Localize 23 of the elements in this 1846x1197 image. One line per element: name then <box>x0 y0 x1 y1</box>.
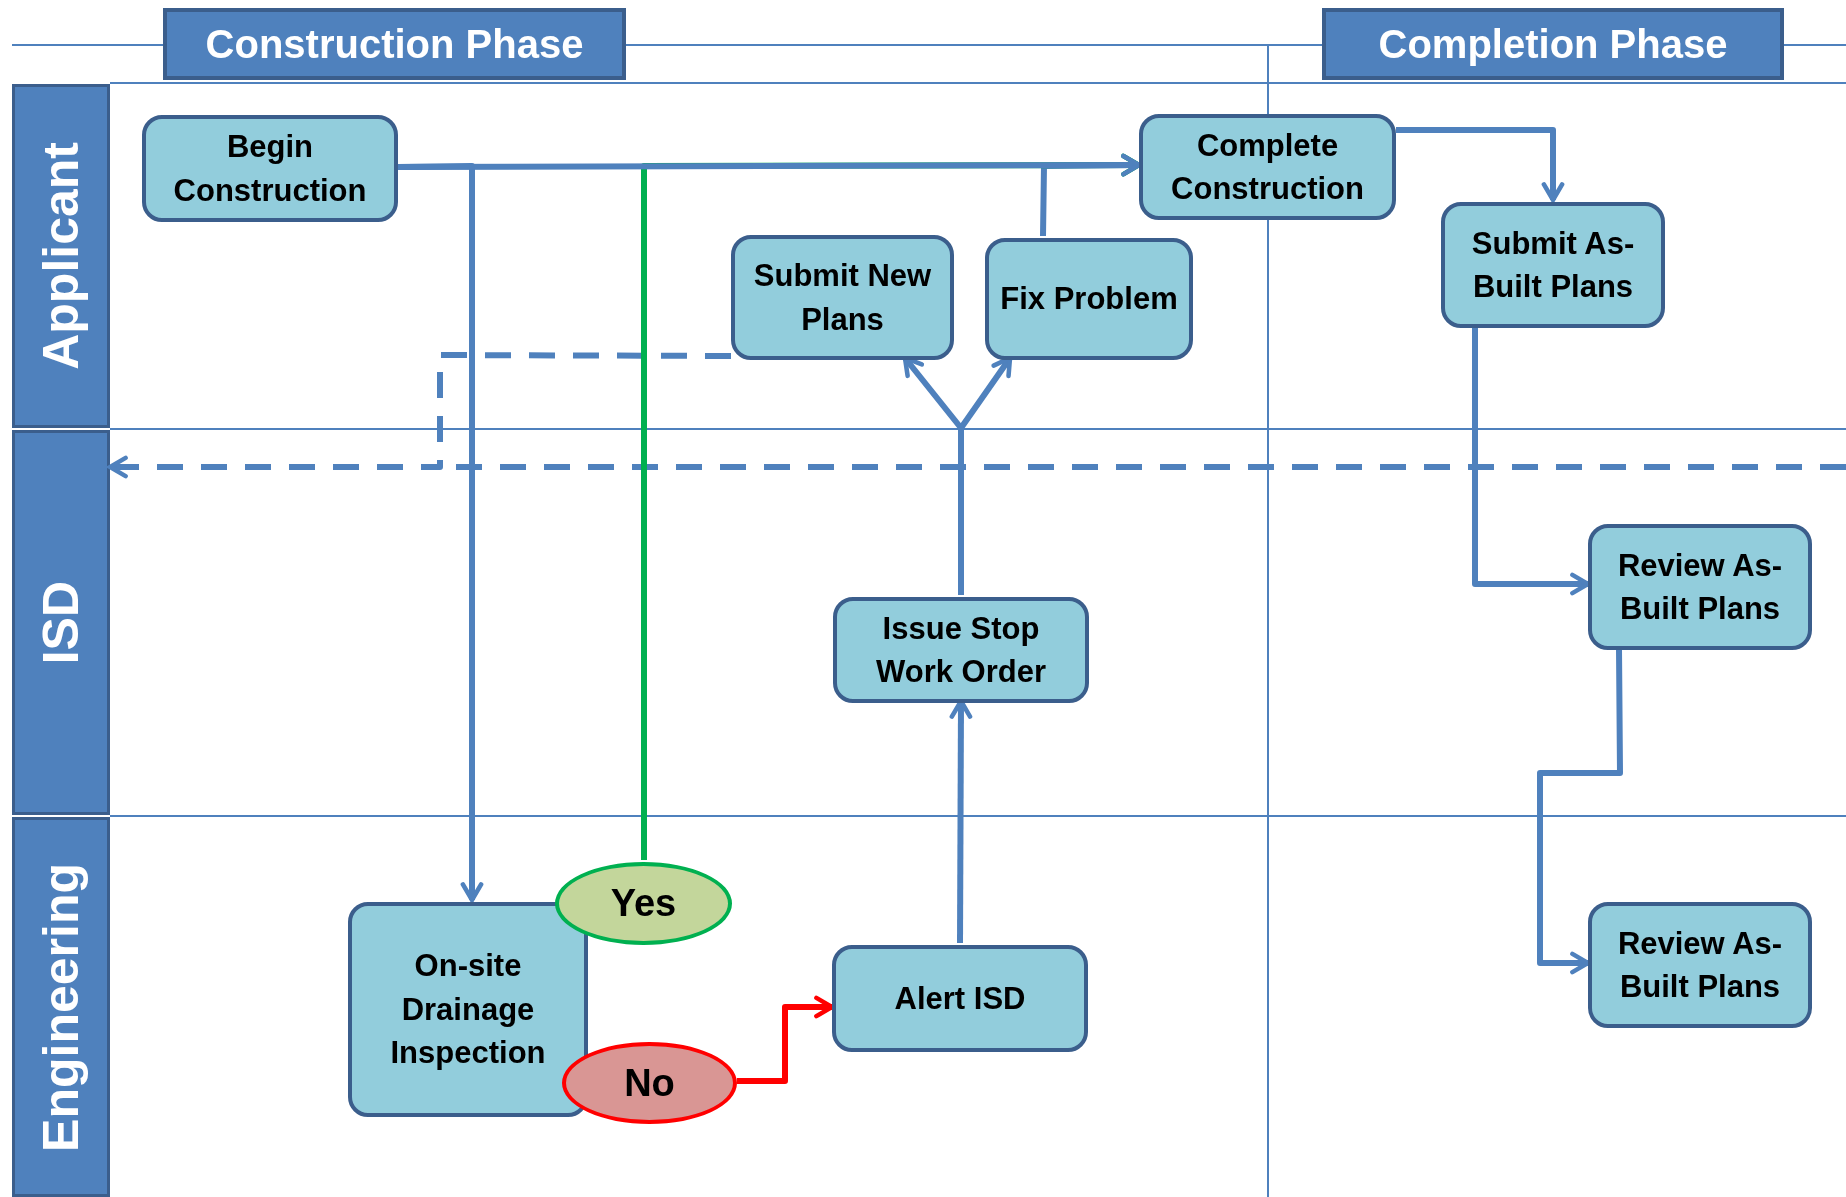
process-box: Issue Stop Work Order <box>833 597 1089 703</box>
process-box: Begin Construction <box>142 115 398 222</box>
process-box: Fix Problem <box>985 238 1193 360</box>
process-box: Submit New Plans <box>731 235 954 360</box>
arrow <box>1472 326 1591 596</box>
process-box: Alert ISD <box>832 945 1088 1052</box>
arrow <box>1396 127 1565 203</box>
process-box: Review As-Built Plans <box>1588 902 1812 1028</box>
process-box: Complete Construction <box>1139 114 1396 220</box>
decision-oval: Yes <box>555 862 732 945</box>
arrow <box>1537 647 1623 975</box>
arrow <box>737 995 835 1084</box>
process-box: Review As-Built Plans <box>1588 524 1812 650</box>
decision-oval: No <box>562 1042 737 1124</box>
phase-header: Completion Phase <box>1322 8 1784 80</box>
dashed-arrow <box>107 352 1846 479</box>
process-box: Submit As-Built Plans <box>1441 202 1665 328</box>
arrow <box>398 153 1142 177</box>
process-box: On-site Drainage Inspection <box>348 902 588 1117</box>
lane-header: ISD <box>12 430 110 815</box>
phase-header: Construction Phase <box>163 8 626 80</box>
lane-header: Applicant <box>12 84 110 428</box>
lane-header: Engineering <box>12 817 110 1197</box>
